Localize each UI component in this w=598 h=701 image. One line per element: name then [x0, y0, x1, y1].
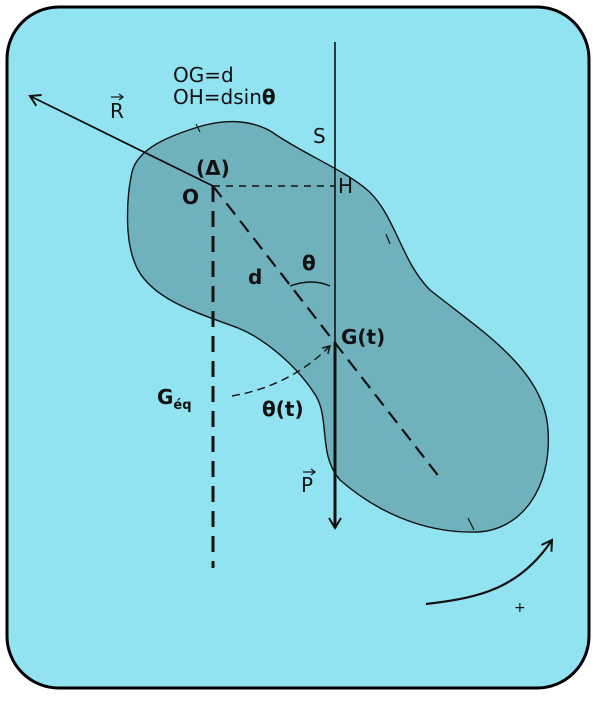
center-g-label: G(t) — [341, 325, 385, 349]
reaction-vector — [28, 94, 214, 187]
angle-theta-t-label: θ(t) — [262, 397, 304, 421]
formula-oh-prefix: OH=dsin — [173, 85, 262, 109]
p-vector-mark-head — [310, 468, 316, 476]
formula-oh-theta: θ — [262, 85, 276, 109]
body-tick-bottom — [467, 517, 475, 531]
body-tick-right — [385, 233, 391, 245]
theta-arc — [289, 281, 331, 287]
angle-theta-label: θ — [302, 251, 316, 275]
og-dashed-line — [212, 185, 441, 479]
theta-t-arc — [231, 344, 332, 397]
solid-body — [126, 120, 549, 533]
solid-label: S — [313, 124, 326, 148]
point-h-label: H — [338, 174, 353, 198]
pivot-axis-label: (Δ) — [196, 156, 230, 180]
formula-oh: OH=dsinθ — [173, 85, 276, 109]
g-eq-sub: éq — [173, 398, 191, 413]
weight-label: P — [301, 473, 313, 497]
point-o-label: O — [182, 185, 199, 209]
reaction-label: R — [110, 99, 124, 123]
positive-rotation-arrow — [425, 538, 554, 606]
g-eq-label: Géq — [157, 385, 192, 413]
r-vector-mark-head — [118, 93, 124, 101]
formula-og: OG=d — [173, 63, 234, 87]
length-d-label: d — [248, 265, 262, 289]
body-tick-top — [195, 123, 201, 133]
g-eq-main: G — [157, 385, 173, 409]
positive-sign: + — [514, 600, 526, 616]
